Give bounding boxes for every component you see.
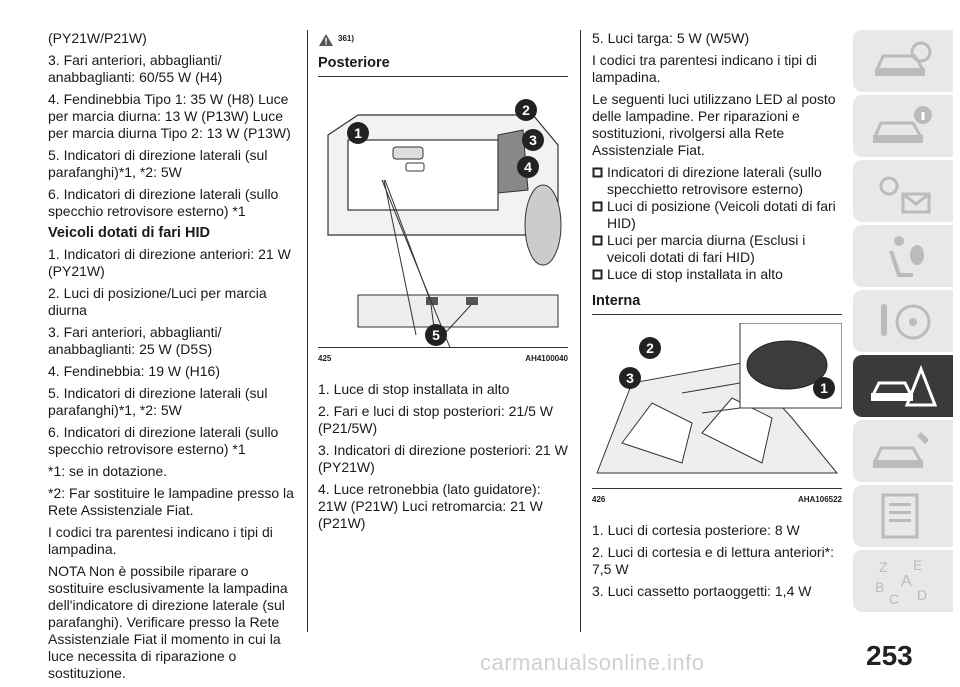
bullet-square-icon (592, 235, 603, 246)
list-item: 2. Fari e luci di stop posteriori: 21/5 … (318, 403, 553, 436)
list-item: 1. Luci di cortesia posteriore: 8 W (592, 522, 800, 538)
car-warning-triangle-icon (870, 364, 937, 407)
tab-spec-list[interactable] (853, 485, 953, 547)
steering-key-icon (881, 304, 931, 340)
svg-text:2: 2 (522, 102, 530, 118)
callout-1: 1 (813, 377, 835, 399)
svg-text:E: E (913, 557, 922, 573)
figure-caption: 425 AH4100040 (318, 350, 568, 367)
tab-seat-airbag[interactable] (853, 225, 953, 287)
svg-text:D: D (917, 587, 927, 603)
text-paragraph: Le seguenti luci utilizzano LED al posto… (592, 91, 836, 158)
figure-rear-lights: 1 2 3 4 5 (318, 85, 568, 348)
callout-5: 5 (425, 324, 447, 346)
seat-airbag-icon (889, 236, 924, 277)
text-paragraph: I codici tra parentesi indicano i tipi d… (48, 524, 273, 557)
chapter-tabs: Z E A B C D (853, 30, 953, 615)
warning-triangle-icon (319, 34, 333, 46)
list-item: 1. Luce di stop installata in alto (318, 381, 510, 397)
text-paragraph: 4. Fendinebbia: 19 W (H16) (48, 363, 220, 379)
text-paragraph: 2. Luci di posizione/Luci per marcia diu… (48, 285, 267, 318)
callout-1: 1 (347, 122, 369, 144)
text-paragraph: I codici tra parentesi indicano i tipi d… (592, 52, 817, 85)
note-paragraph: NOTA Non è possibile riparare o sostitui… (48, 563, 288, 681)
list-item: 4. Luce retronebbia (lato guidatore): 21… (318, 481, 543, 531)
watermark: carmanualsonline.info (480, 650, 705, 675)
text-paragraph: 3. Fari anteriori, abbaglianti/ anabbagl… (48, 52, 223, 85)
rear-lights-illustration: 1 2 3 4 5 (327, 99, 562, 347)
figure-number: 425 (318, 354, 332, 363)
tab-car-info-i[interactable] (853, 95, 953, 157)
interior-lights-illustration: 1 2 3 (596, 323, 842, 474)
section-heading-hid: Veicoli dotati di fari HID (48, 225, 210, 241)
svg-text:3: 3 (529, 132, 537, 148)
tab-alphabet-index[interactable]: Z E A B C D (853, 550, 953, 612)
column-divider (580, 30, 581, 632)
spec-list-icon (881, 493, 919, 539)
svg-text:Z: Z (879, 559, 888, 575)
led-bullet: Indicatori di direzione laterali (sullo … (592, 164, 842, 198)
section-heading-interior: Interna (592, 293, 641, 309)
bullet-square-icon (592, 201, 603, 212)
text-paragraph: 5. Luci targa: 5 W (W5W) (592, 30, 750, 46)
list-item: 2. Luci di cortesia e di lettura anterio… (592, 544, 835, 577)
svg-text:5: 5 (432, 327, 440, 343)
svg-text:4: 4 (524, 159, 532, 175)
led-bullet: Luce di stop installata in alto (592, 266, 842, 283)
svg-text:A: A (901, 573, 912, 590)
figure-caption: 426 AHA106522 (592, 491, 842, 508)
text-paragraph: 5. Indicatori di direzione laterali (sul… (48, 147, 268, 180)
tab-car-info[interactable] (853, 30, 953, 92)
svg-text:3: 3 (626, 370, 634, 386)
section-heading-rear: Posteriore (318, 55, 390, 71)
callout-3: 3 (522, 129, 544, 151)
text-paragraph: 5. Indicatori di direzione laterali (sul… (48, 385, 268, 418)
text-paragraph: 4. Fendinebbia Tipo 1: 35 W (H8) Luce pe… (48, 91, 291, 141)
heading-rule (592, 314, 842, 315)
figure-code: AH4100040 (525, 354, 568, 363)
page-number: 253 (866, 640, 913, 671)
car-wrench-icon (872, 432, 929, 468)
figure-code: AHA106522 (797, 495, 842, 504)
callout-2: 2 (639, 337, 661, 359)
bullet-square-icon (592, 167, 603, 178)
led-bullet: Luci di posizione (Veicoli dotati di far… (592, 198, 842, 232)
svg-text:C: C (889, 591, 899, 606)
svg-text:B: B (875, 579, 884, 595)
svg-text:2: 2 (646, 340, 654, 356)
column-middle: 361) Posteriore 1 2 3 4 5 425 (318, 30, 568, 537)
figure-interior-lights: 1 2 3 (592, 323, 842, 489)
svg-text:1: 1 (354, 125, 362, 141)
footnote: *2: Far sostituire le lampadine presso l… (48, 485, 294, 518)
text-paragraph: 6. Indicatori di direzione laterali (sul… (48, 424, 279, 457)
car-info-icon (874, 41, 932, 76)
text-paragraph: 6. Indicatori di direzione laterali (sul… (48, 186, 279, 219)
text-paragraph: (PY21W/P21W) (48, 30, 147, 46)
callout-4: 4 (517, 156, 539, 178)
column-divider (307, 30, 308, 632)
bullet-square-icon (592, 269, 603, 280)
column-right: 5. Luci targa: 5 W (W5W) I codici tra pa… (592, 30, 842, 605)
list-item: 3. Luci cassetto portaoggetti: 1,4 W (592, 583, 812, 599)
figure-number: 426 (592, 495, 606, 504)
svg-text:1: 1 (820, 380, 828, 396)
heading-rule (318, 76, 568, 77)
footnote: *1: se in dotazione. (48, 463, 168, 479)
list-item: 3. Indicatori di direzione posteriori: 2… (318, 442, 568, 475)
car-info-i-icon (872, 106, 932, 143)
alphabet-index-icon: Z E A B C D (875, 557, 927, 606)
warning-reference: 361) (318, 30, 568, 47)
column-left: (PY21W/P21W) 3. Fari anteriori, abbaglia… (48, 30, 296, 687)
text-paragraph: 1. Indicatori di direzione anteriori: 21… (48, 246, 291, 279)
dashboard-lights-icon (879, 176, 931, 214)
tab-car-wrench[interactable] (853, 420, 953, 482)
tab-car-warning[interactable] (853, 355, 953, 417)
text-paragraph: 3. Fari anteriori, abbaglianti/ anabbagl… (48, 324, 222, 357)
led-bullet: Luci per marcia diurna (Esclusi i veicol… (592, 232, 842, 266)
callout-2: 2 (515, 99, 537, 121)
tab-dashboard-lights[interactable] (853, 160, 953, 222)
tab-steering-key[interactable] (853, 290, 953, 352)
callout-3: 3 (619, 367, 641, 389)
warning-ref-number: 361) (338, 34, 355, 43)
